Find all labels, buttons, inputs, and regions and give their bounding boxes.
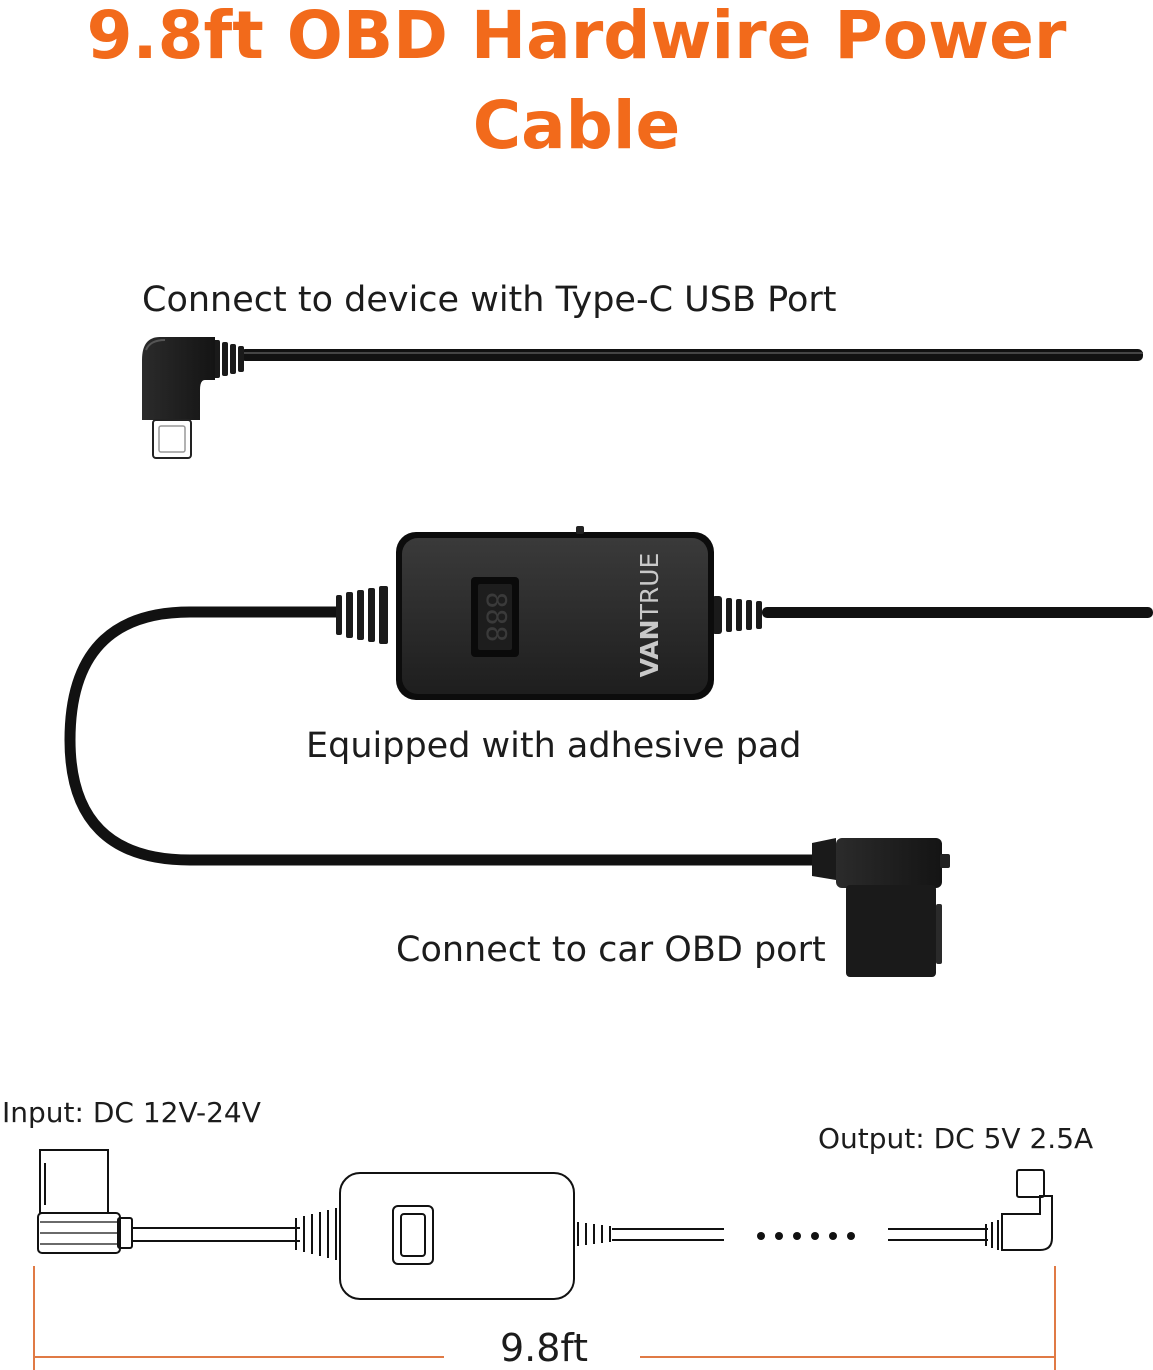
output-spec: Output: DC 5V 2.5A: [818, 1122, 1094, 1155]
length-dimension: [33, 1266, 1056, 1370]
title-line-1: 9.8ft OBD Hardwire Power: [86, 0, 1067, 74]
length-label: 9.8ft: [500, 1326, 589, 1370]
product-title: 9.8ft OBD Hardwire Power Cable: [0, 0, 1153, 170]
cable-line-diagram: [37, 1149, 1053, 1300]
converter-box-icon: 888 VANTRUE: [64, 526, 1153, 866]
brand-logo-bold: VAN: [635, 619, 664, 677]
type-c-connector-icon: [142, 337, 1143, 459]
brand-logo-regular: TRUE: [635, 553, 664, 621]
obd-connector-icon: [812, 838, 950, 977]
input-spec: Input: DC 12V-24V: [2, 1096, 261, 1129]
obd-callout: Connect to car OBD port: [396, 930, 826, 970]
digital-display: 888: [480, 592, 513, 643]
title-line-2: Cable: [472, 87, 681, 164]
adhesive-callout: Equipped with adhesive pad: [306, 726, 802, 766]
type-c-callout: Connect to device with Type-C USB Port: [142, 280, 837, 320]
brand-logo: VANTRUE: [635, 553, 664, 678]
ellipsis-dots: [757, 1232, 855, 1240]
